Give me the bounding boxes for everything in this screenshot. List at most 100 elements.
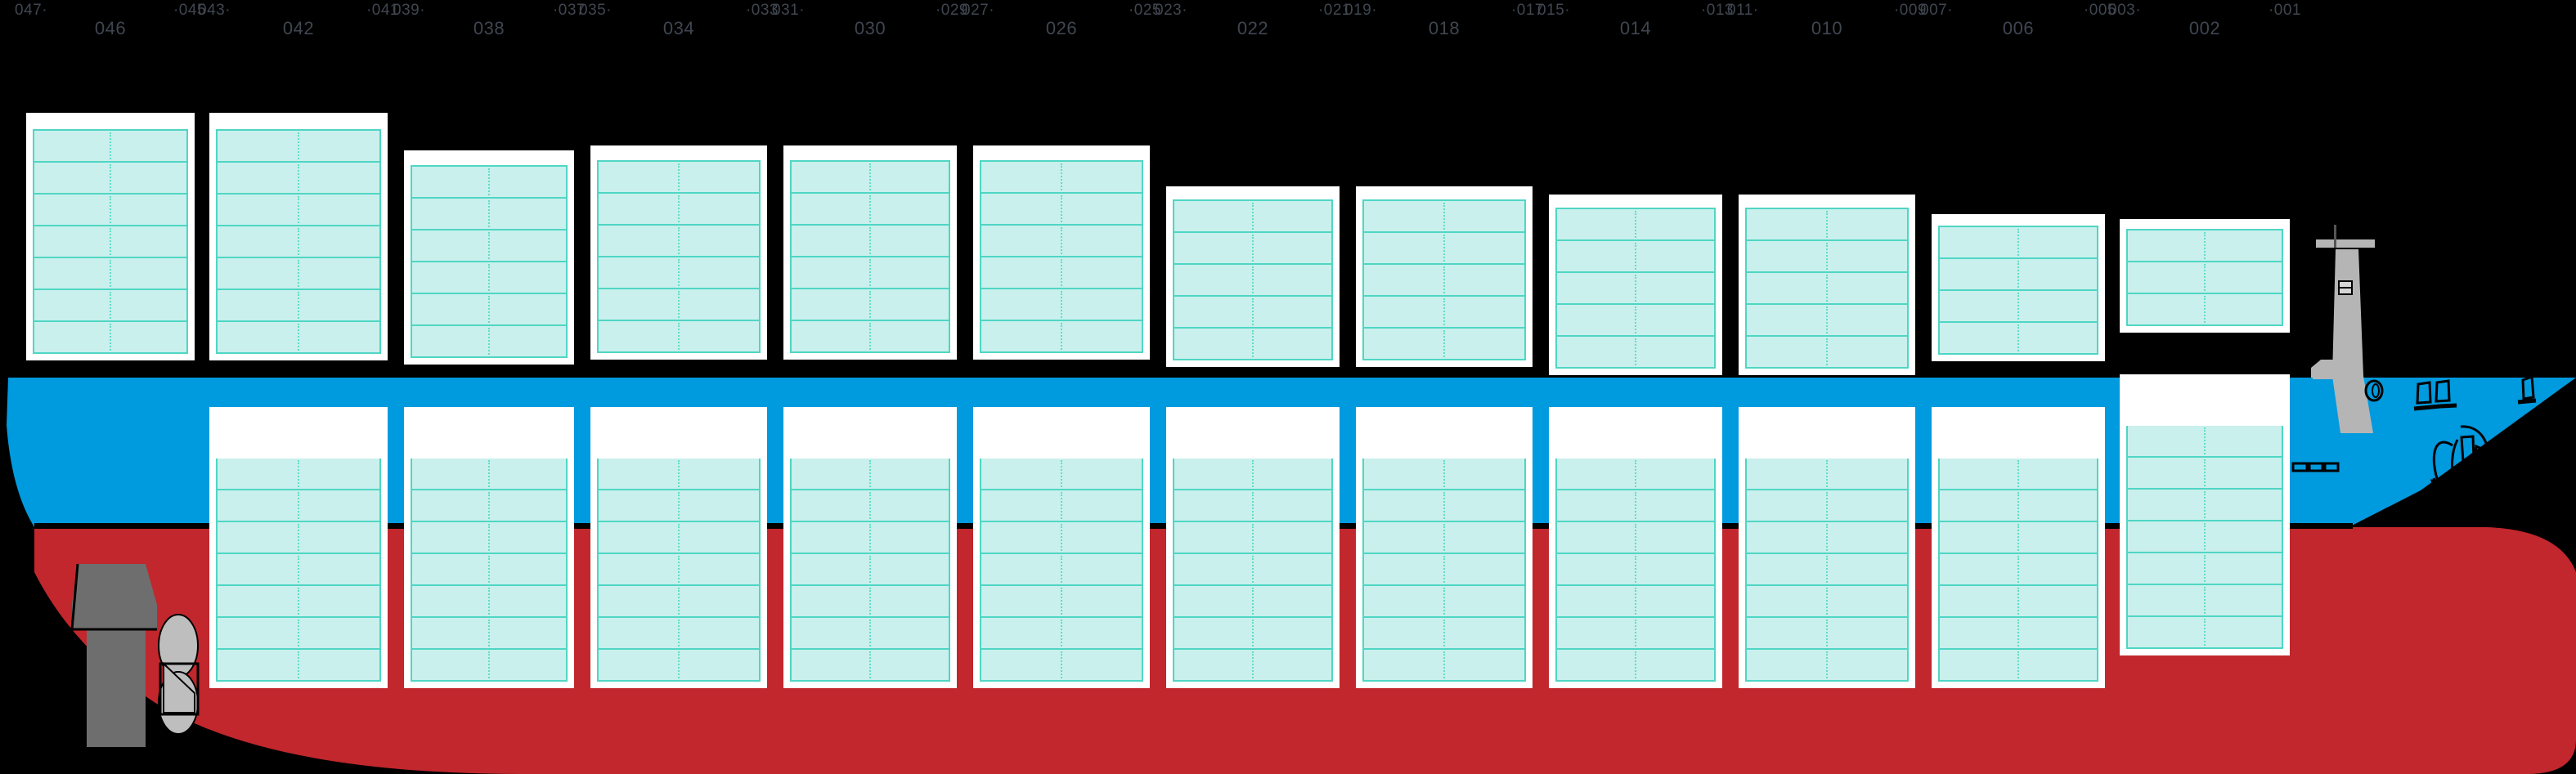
container-slot[interactable] — [1173, 263, 1333, 297]
container-slot[interactable] — [216, 584, 381, 618]
container-slot[interactable] — [1362, 489, 1526, 522]
deck-stack-bay-006[interactable] — [1932, 214, 2105, 361]
container-slot-empty[interactable] — [2126, 392, 2283, 426]
container-slot[interactable] — [216, 161, 381, 195]
hold-stack-bay-018[interactable] — [1356, 407, 1533, 688]
deck-stack-bay-034[interactable] — [590, 145, 767, 360]
container-slot[interactable] — [1173, 295, 1333, 329]
container-slot[interactable] — [790, 288, 950, 321]
container-slot[interactable] — [597, 288, 761, 321]
container-slot[interactable] — [216, 648, 381, 682]
container-slot[interactable] — [1173, 584, 1333, 618]
container-slot[interactable] — [33, 193, 188, 226]
container-slot[interactable] — [597, 553, 761, 586]
deck-stack-bay-038[interactable] — [404, 150, 574, 365]
hold-stack-bay-026[interactable] — [973, 407, 1150, 688]
container-slot[interactable] — [1938, 457, 2098, 490]
container-slot[interactable] — [33, 320, 188, 354]
container-slot-empty[interactable] — [980, 425, 1143, 459]
container-slot[interactable] — [790, 192, 950, 226]
container-slot[interactable] — [216, 320, 381, 354]
container-slot-empty[interactable] — [1938, 425, 2098, 459]
container-slot[interactable] — [597, 616, 761, 650]
container-slot[interactable] — [1745, 489, 1909, 522]
container-slot[interactable] — [1745, 648, 1909, 682]
container-slot[interactable] — [980, 616, 1143, 650]
container-slot[interactable] — [980, 457, 1143, 490]
container-slot[interactable] — [411, 521, 568, 554]
container-slot-empty[interactable] — [411, 425, 568, 459]
container-slot[interactable] — [2126, 488, 2283, 521]
container-slot[interactable] — [411, 324, 568, 358]
container-slot[interactable] — [1173, 553, 1333, 586]
container-slot[interactable] — [1362, 457, 1526, 490]
container-slot[interactable] — [980, 288, 1143, 321]
container-slot[interactable] — [980, 648, 1143, 682]
container-slot[interactable] — [1745, 584, 1909, 618]
container-slot-empty[interactable] — [1555, 425, 1716, 459]
container-slot[interactable] — [1173, 457, 1333, 490]
container-slot[interactable] — [33, 161, 188, 195]
container-slot[interactable] — [1555, 335, 1716, 369]
container-slot[interactable] — [980, 192, 1143, 226]
hold-stack-bay-038[interactable] — [404, 407, 574, 688]
container-slot[interactable] — [1555, 303, 1716, 337]
container-slot[interactable] — [2126, 584, 2283, 617]
container-slot[interactable] — [1555, 489, 1716, 522]
container-slot[interactable] — [33, 289, 188, 322]
container-slot[interactable] — [1745, 335, 1909, 369]
container-slot[interactable] — [216, 553, 381, 586]
deck-stack-bay-026[interactable] — [973, 145, 1150, 360]
container-slot[interactable] — [790, 224, 950, 257]
container-slot[interactable] — [411, 165, 568, 199]
container-slot[interactable] — [1173, 231, 1333, 265]
container-slot[interactable] — [1555, 208, 1716, 241]
container-slot[interactable] — [1938, 226, 2098, 259]
container-slot[interactable] — [597, 192, 761, 226]
container-slot[interactable] — [1938, 489, 2098, 522]
container-slot[interactable] — [2126, 229, 2283, 262]
container-slot[interactable] — [597, 521, 761, 554]
container-slot[interactable] — [1555, 271, 1716, 305]
container-slot[interactable] — [980, 584, 1143, 618]
container-slot[interactable] — [1745, 303, 1909, 337]
hold-stack-bay-006[interactable] — [1932, 407, 2105, 688]
container-slot[interactable] — [1745, 521, 1909, 554]
container-slot[interactable] — [1173, 327, 1333, 360]
container-slot[interactable] — [1362, 648, 1526, 682]
hold-stack-bay-030[interactable] — [783, 407, 957, 688]
container-slot[interactable] — [1173, 616, 1333, 650]
container-slot[interactable] — [216, 129, 381, 163]
hold-stack-bay-034[interactable] — [590, 407, 767, 688]
container-slot[interactable] — [1173, 648, 1333, 682]
container-slot-empty[interactable] — [790, 425, 950, 459]
container-slot[interactable] — [790, 457, 950, 490]
container-slot[interactable] — [2126, 424, 2283, 458]
container-slot[interactable] — [790, 553, 950, 586]
container-slot[interactable] — [790, 320, 950, 353]
container-slot[interactable] — [597, 648, 761, 682]
container-slot[interactable] — [216, 193, 381, 226]
deck-stack-bay-022[interactable] — [1166, 186, 1340, 367]
container-slot[interactable] — [980, 521, 1143, 554]
container-slot[interactable] — [1362, 553, 1526, 586]
container-slot[interactable] — [1555, 521, 1716, 554]
container-slot[interactable] — [1555, 457, 1716, 490]
container-slot[interactable] — [216, 257, 381, 290]
container-slot[interactable] — [597, 584, 761, 618]
container-slot[interactable] — [790, 489, 950, 522]
container-slot[interactable] — [216, 489, 381, 522]
container-slot[interactable] — [411, 197, 568, 230]
container-slot[interactable] — [597, 224, 761, 257]
container-slot[interactable] — [2126, 293, 2283, 326]
container-slot[interactable] — [411, 648, 568, 682]
container-slot[interactable] — [216, 457, 381, 490]
container-slot[interactable] — [1938, 257, 2098, 291]
container-slot[interactable] — [980, 553, 1143, 586]
container-slot[interactable] — [33, 129, 188, 163]
container-slot[interactable] — [1555, 648, 1716, 682]
container-slot[interactable] — [1362, 327, 1526, 360]
container-slot[interactable] — [1745, 271, 1909, 305]
container-slot[interactable] — [216, 521, 381, 554]
container-slot-empty[interactable] — [1362, 425, 1526, 459]
